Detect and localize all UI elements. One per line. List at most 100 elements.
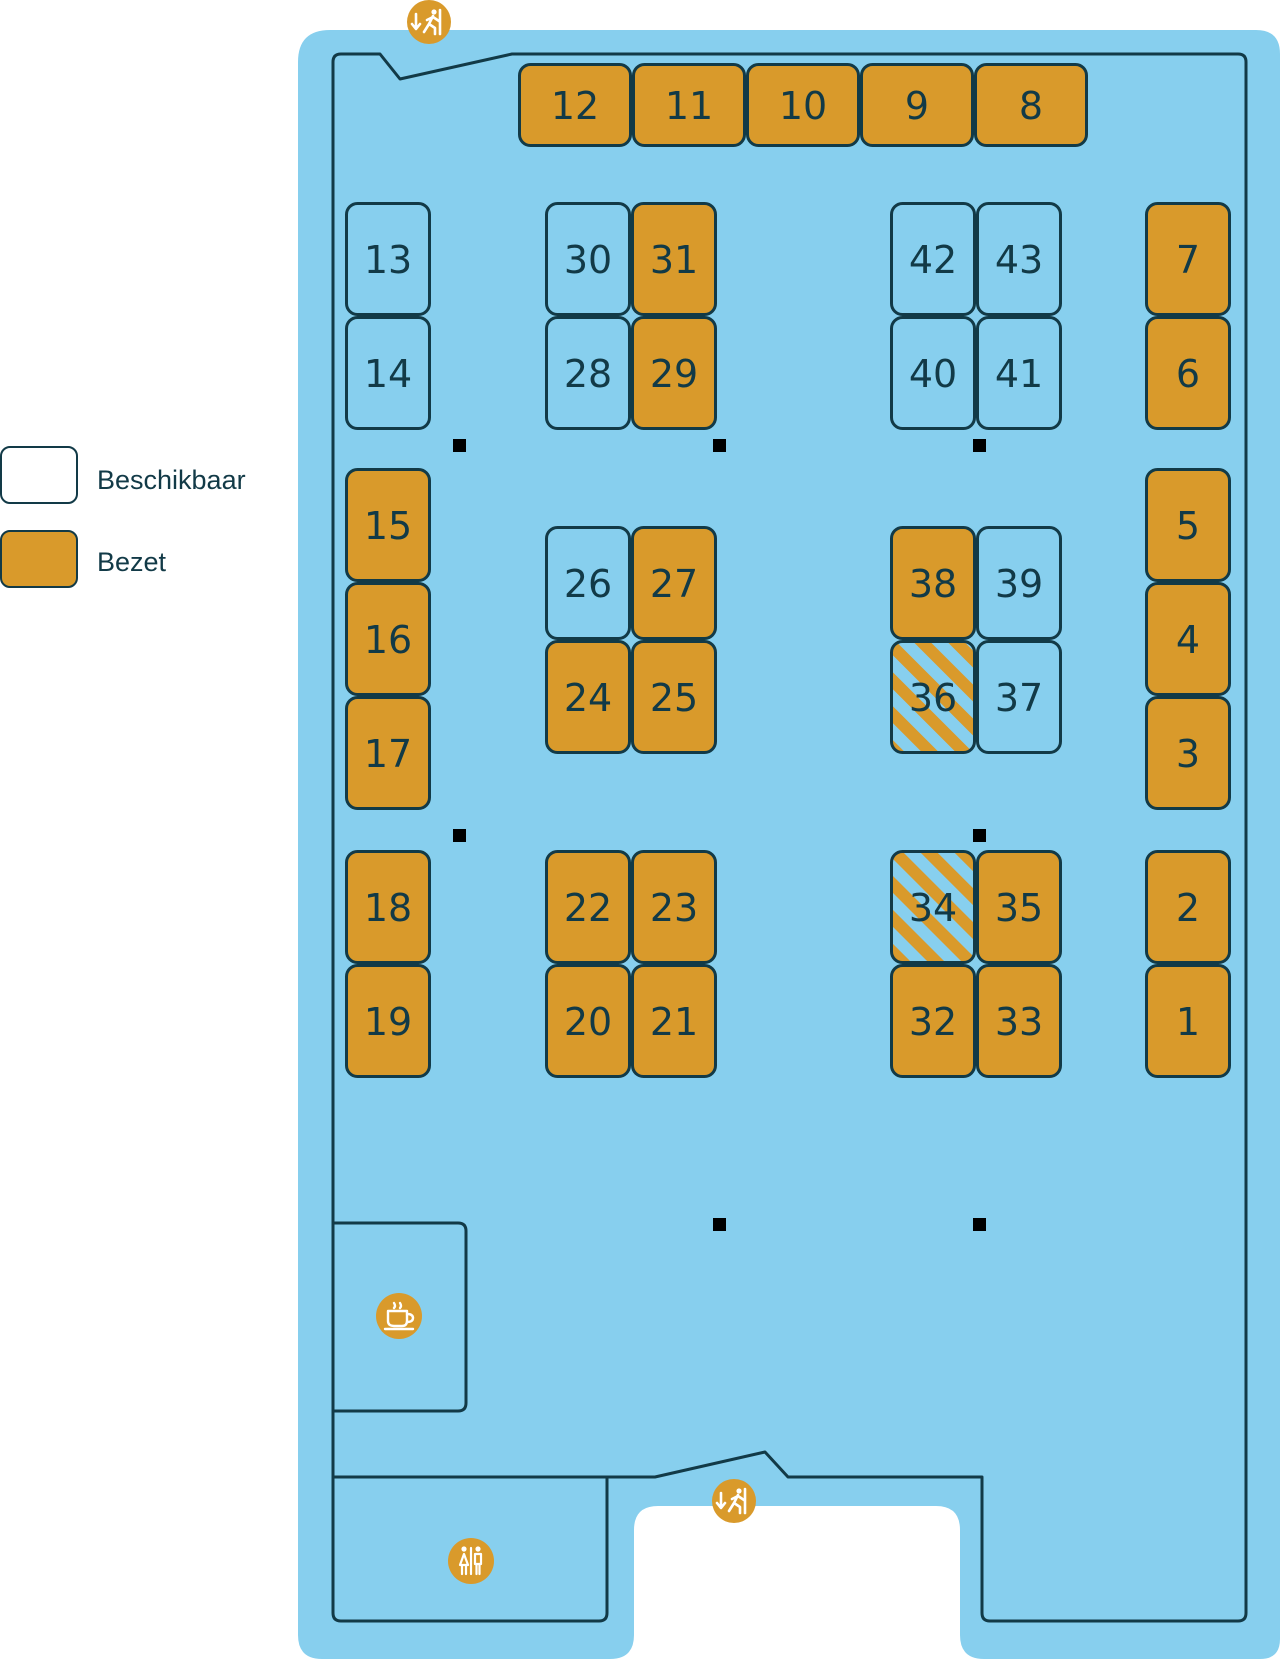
- desk-shape: [545, 526, 631, 640]
- coffee-room-wall: [331, 1221, 468, 1413]
- desk-11[interactable]: 11: [632, 63, 746, 147]
- desk-shape: [631, 850, 717, 964]
- desk-5[interactable]: 5: [1145, 468, 1231, 582]
- desk-37[interactable]: 37: [976, 640, 1062, 754]
- desk-13[interactable]: 13: [345, 202, 431, 316]
- desk-21[interactable]: 21: [631, 964, 717, 1078]
- desk-shape: [1145, 582, 1231, 696]
- desk-8[interactable]: 8: [974, 63, 1088, 147]
- desk-4[interactable]: 4: [1145, 582, 1231, 696]
- desk-34[interactable]: 34: [890, 850, 976, 964]
- desk-number: 7: [1176, 238, 1200, 282]
- desk-shape: [631, 526, 717, 640]
- desk-27[interactable]: 27: [631, 526, 717, 640]
- emergency-exit-icon: [712, 1479, 756, 1523]
- desk-22[interactable]: 22: [545, 850, 631, 964]
- desk-25[interactable]: 25: [631, 640, 717, 754]
- desk-23[interactable]: 23: [631, 850, 717, 964]
- desk-39[interactable]: 39: [976, 526, 1062, 640]
- desk-36[interactable]: 36: [890, 640, 976, 754]
- desk-7[interactable]: 7: [1145, 202, 1231, 316]
- desk-shape: [545, 316, 631, 430]
- desk-number: 21: [650, 1000, 698, 1044]
- desk-shape: [976, 202, 1062, 316]
- desk-38[interactable]: 38: [890, 526, 976, 640]
- desk-number: 3: [1176, 732, 1200, 776]
- desk-32[interactable]: 32: [890, 964, 976, 1078]
- desk-number: 8: [1019, 84, 1043, 128]
- desk-31[interactable]: 31: [631, 202, 717, 316]
- desk-26[interactable]: 26: [545, 526, 631, 640]
- desk-number: 9: [905, 84, 929, 128]
- restroom-wall: [331, 1475, 609, 1623]
- desk-number: 12: [551, 84, 599, 128]
- desk-15[interactable]: 15: [345, 468, 431, 582]
- desk-41[interactable]: 41: [976, 316, 1062, 430]
- desk-shape: [1145, 316, 1231, 430]
- desk-shape: [345, 468, 431, 582]
- desk-20[interactable]: 20: [545, 964, 631, 1078]
- desk-shape: [976, 964, 1062, 1078]
- desk-number: 2: [1176, 886, 1200, 930]
- desk-number: 39: [995, 562, 1043, 606]
- desk-shape: [746, 63, 860, 147]
- desk-10[interactable]: 10: [746, 63, 860, 147]
- desk-29[interactable]: 29: [631, 316, 717, 430]
- desk-number: 35: [995, 886, 1043, 930]
- desk-number: 29: [650, 352, 698, 396]
- desk-number: 18: [364, 886, 412, 930]
- desk-number: 41: [995, 352, 1043, 396]
- desk-6[interactable]: 6: [1145, 316, 1231, 430]
- legend-label-available: Beschikbaar: [97, 465, 246, 495]
- desk-number: 27: [650, 562, 698, 606]
- desk-shape: [1145, 468, 1231, 582]
- coffee-cup-icon: [376, 1293, 422, 1339]
- desk-shape: [518, 63, 632, 147]
- desk-number: 42: [909, 238, 957, 282]
- desk-number: 10: [779, 84, 827, 128]
- desk-number: 28: [564, 352, 612, 396]
- pillar: [973, 1218, 986, 1231]
- desk-number: 24: [564, 676, 612, 720]
- desk-42[interactable]: 42: [890, 202, 976, 316]
- desk-shape: [976, 640, 1062, 754]
- desk-40[interactable]: 40: [890, 316, 976, 430]
- desk-number: 36: [909, 676, 957, 720]
- restroom-icon: [448, 1538, 494, 1584]
- desk-12[interactable]: 12: [518, 63, 632, 147]
- desk-17[interactable]: 17: [345, 696, 431, 810]
- desk-24[interactable]: 24: [545, 640, 631, 754]
- desk-19[interactable]: 19: [345, 964, 431, 1078]
- desk-30[interactable]: 30: [545, 202, 631, 316]
- desk-shape: [632, 63, 746, 147]
- desk-shape: [890, 526, 976, 640]
- desk-number: 11: [665, 84, 713, 128]
- desk-9[interactable]: 9: [860, 63, 974, 147]
- desk-18[interactable]: 18: [345, 850, 431, 964]
- desk-3[interactable]: 3: [1145, 696, 1231, 810]
- desk-35[interactable]: 35: [976, 850, 1062, 964]
- desk-number: 6: [1176, 352, 1200, 396]
- desk-number: 30: [564, 238, 612, 282]
- desk-33[interactable]: 33: [976, 964, 1062, 1078]
- desk-number: 13: [364, 238, 412, 282]
- desk-14[interactable]: 14: [345, 316, 431, 430]
- desk-shape: [976, 850, 1062, 964]
- desk-shape: [976, 526, 1062, 640]
- desk-43[interactable]: 43: [976, 202, 1062, 316]
- desk-16[interactable]: 16: [345, 582, 431, 696]
- legend-swatch-available: [0, 446, 78, 504]
- desk-number: 25: [650, 676, 698, 720]
- desk-shape: [860, 63, 974, 147]
- desk-number: 4: [1176, 618, 1200, 662]
- desk-number: 43: [995, 238, 1043, 282]
- desk-shape: [345, 582, 431, 696]
- desk-number: 32: [909, 1000, 957, 1044]
- desk-shape: [545, 850, 631, 964]
- desk-shape: [1145, 696, 1231, 810]
- desk-1[interactable]: 1: [1145, 964, 1231, 1078]
- desk-28[interactable]: 28: [545, 316, 631, 430]
- desk-shape: [1145, 850, 1231, 964]
- desk-2[interactable]: 2: [1145, 850, 1231, 964]
